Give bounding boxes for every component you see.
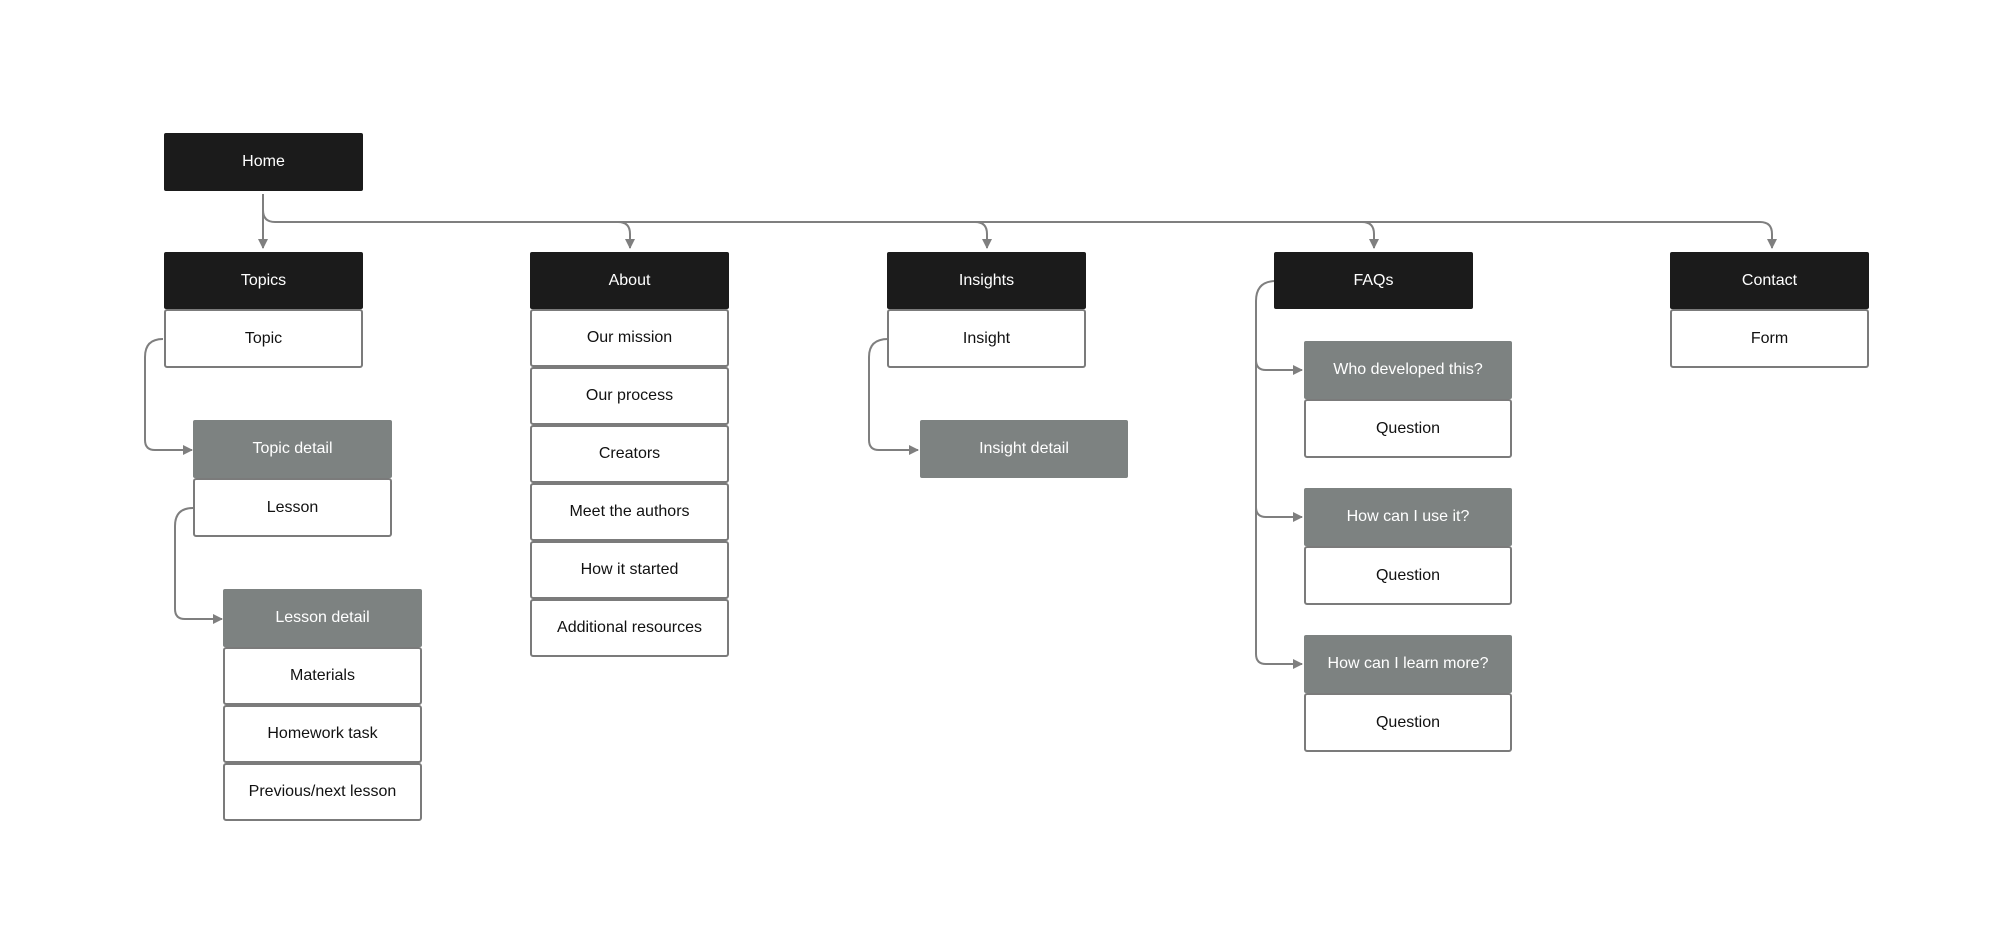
node-insights: Insights — [887, 252, 1086, 309]
connector-home-bus — [262, 194, 1760, 223]
connector-topic-detail — [144, 338, 193, 455]
node-form: Form — [1670, 309, 1869, 368]
node-faq-who-developed: Who developed this? — [1304, 341, 1512, 399]
node-faq-learn-more: How can I learn more? — [1304, 635, 1512, 693]
node-faq-question-1: Question — [1304, 399, 1512, 458]
connector-lesson-detail — [174, 507, 223, 624]
node-insight-detail: Insight detail — [920, 420, 1128, 478]
node-faq-question-3: Question — [1304, 693, 1512, 752]
node-meet-the-authors: Meet the authors — [530, 483, 729, 541]
connector-faqs-q2 — [1255, 506, 1303, 522]
connector-bus-contact — [1759, 221, 1777, 249]
node-how-it-started: How it started — [530, 541, 729, 599]
node-topics: Topics — [164, 252, 363, 309]
node-insight: Insight — [887, 309, 1086, 368]
node-lesson-detail: Lesson detail — [223, 589, 422, 647]
node-previous-next-lesson: Previous/next lesson — [223, 763, 422, 821]
node-home: Home — [164, 133, 363, 191]
node-additional-resources: Additional resources — [530, 599, 729, 657]
connector-bus-about — [617, 221, 635, 249]
node-faqs: FAQs — [1274, 252, 1473, 309]
node-topic-detail: Topic detail — [193, 420, 392, 478]
connector-bus-faqs — [1361, 221, 1379, 249]
node-about: About — [530, 252, 729, 309]
connector-faqs-trunk — [1255, 280, 1303, 669]
node-faq-question-2: Question — [1304, 546, 1512, 605]
node-materials: Materials — [223, 647, 422, 705]
node-homework-task: Homework task — [223, 705, 422, 763]
node-topic: Topic — [164, 309, 363, 368]
node-our-process: Our process — [530, 367, 729, 425]
node-our-mission: Our mission — [530, 309, 729, 367]
connector-bus-insights — [974, 221, 992, 249]
node-lesson: Lesson — [193, 478, 392, 537]
connector-faqs-q1 — [1255, 359, 1303, 375]
connector-insight-detail — [868, 338, 919, 455]
node-faq-how-use: How can I use it? — [1304, 488, 1512, 546]
node-creators: Creators — [530, 425, 729, 483]
node-contact: Contact — [1670, 252, 1869, 309]
